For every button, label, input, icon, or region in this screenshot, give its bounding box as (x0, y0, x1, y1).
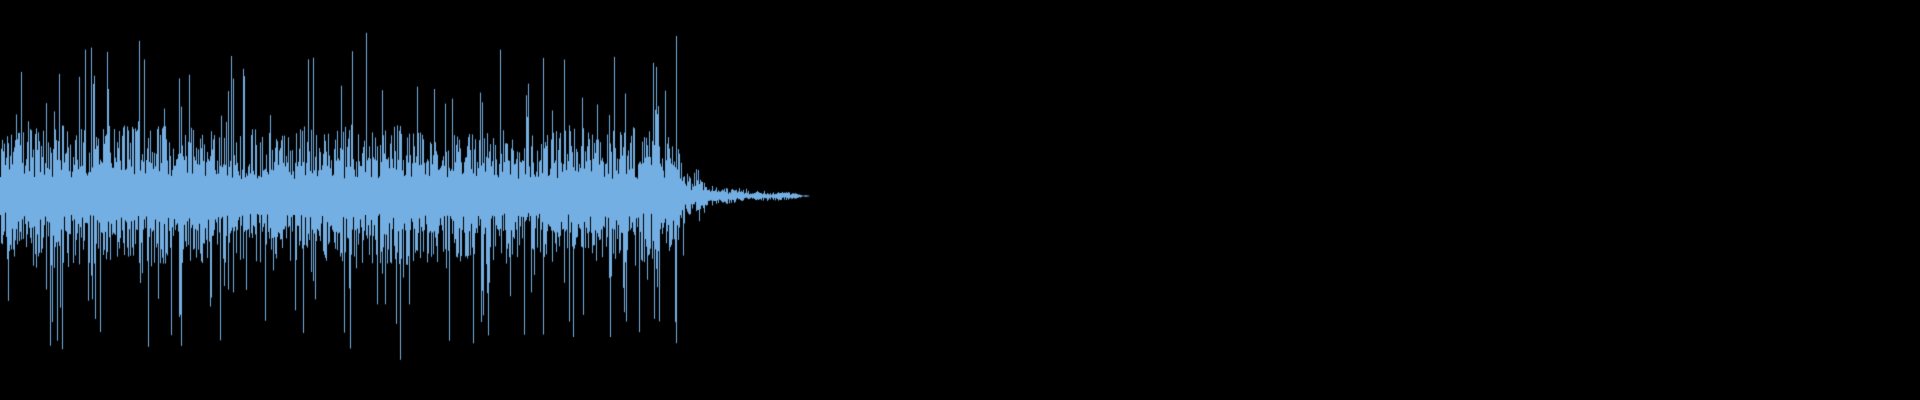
waveform-display[interactable] (0, 0, 1920, 400)
audio-waveform-panel (0, 0, 1920, 400)
